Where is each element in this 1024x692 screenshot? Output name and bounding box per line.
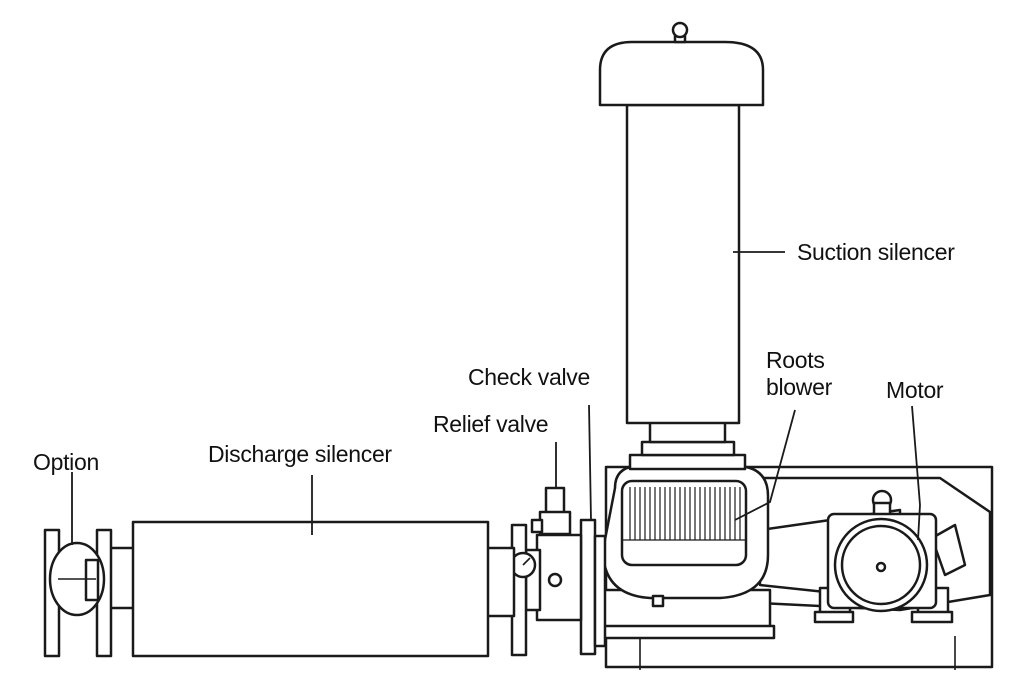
- relief-valve-label: Relief valve: [433, 411, 549, 437]
- check-valve: [579, 404, 607, 656]
- motor: [813, 489, 954, 624]
- discharge-silencer-label: Discharge silencer: [208, 441, 392, 467]
- discharge-silencer: [95, 520, 490, 658]
- roots-blower-label-line1: Roots: [766, 347, 825, 373]
- discharge-pipe: [484, 546, 516, 618]
- motor-label: Motor: [886, 377, 944, 403]
- suction-silencer-label: Suction silencer: [797, 239, 955, 265]
- leader-lines: [71, 251, 921, 545]
- blower-grill: [622, 487, 746, 541]
- roots-blower: [596, 464, 776, 640]
- roots-blower-label-line2: blower: [766, 374, 832, 400]
- suction-silencer: [598, 21, 765, 471]
- option-fitting: [43, 528, 106, 658]
- check-valve-label: Check valve: [468, 364, 590, 390]
- option-label: Option: [33, 449, 99, 475]
- relief-valve: [524, 486, 583, 622]
